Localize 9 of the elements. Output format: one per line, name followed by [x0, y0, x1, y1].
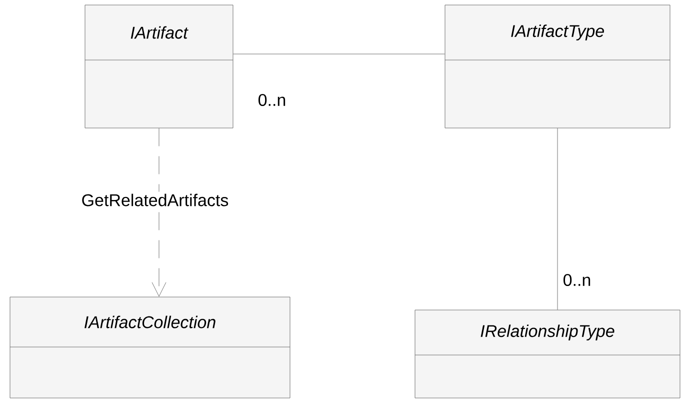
multiplicity-label: 0..n: [563, 274, 590, 286]
multiplicity-label: 0..n: [258, 94, 286, 106]
class-box: IArtifactCollection: [10, 296, 290, 398]
class-box: IArtifactType: [444, 4, 670, 128]
association-line: [557, 128, 558, 310]
class-box: IArtifact: [84, 4, 234, 128]
class-box: IRelationshipType: [414, 310, 680, 398]
arrow: [152, 128, 166, 297]
edge-label: GetRelatedArtifacts: [79, 192, 231, 208]
